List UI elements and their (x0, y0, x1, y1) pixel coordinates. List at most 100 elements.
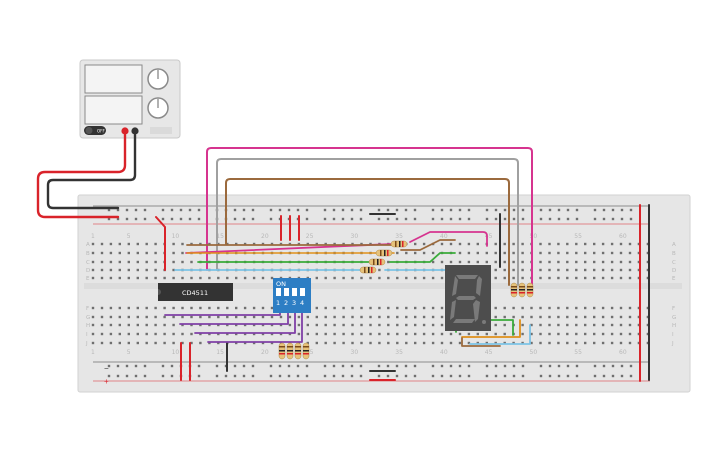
breadboard-hole[interactable] (619, 332, 623, 336)
breadboard-hole[interactable] (190, 315, 193, 319)
breadboard-hole[interactable] (252, 306, 256, 310)
breadboard-hole[interactable] (566, 251, 569, 255)
breadboard-hole[interactable] (252, 332, 256, 336)
breadboard-hole[interactable] (387, 260, 390, 264)
breadboard-hole[interactable] (593, 276, 596, 280)
breadboard-hole[interactable] (252, 276, 256, 280)
breadboard-hole[interactable] (485, 374, 489, 378)
breadboard-hole[interactable] (377, 208, 381, 212)
breadboard-hole[interactable] (386, 208, 390, 212)
breadboard-hole[interactable] (190, 306, 193, 310)
breadboard-hole[interactable] (261, 276, 265, 280)
breadboard-hole[interactable] (557, 251, 560, 255)
breadboard-hole[interactable] (494, 364, 498, 368)
breadboard-hole[interactable] (539, 374, 543, 378)
breadboard-hole[interactable] (91, 315, 95, 319)
breadboard-hole[interactable] (575, 217, 579, 221)
breadboard-hole[interactable] (646, 251, 650, 255)
breadboard-hole[interactable] (620, 374, 624, 378)
breadboard-hole[interactable] (134, 217, 138, 221)
breadboard-hole[interactable] (637, 242, 641, 246)
breadboard-hole[interactable] (539, 323, 542, 327)
breadboard-hole[interactable] (154, 276, 157, 280)
breadboard-hole[interactable] (584, 251, 587, 255)
breadboard-hole[interactable] (512, 260, 515, 264)
breadboard-hole[interactable] (333, 323, 336, 327)
breadboard-hole[interactable] (154, 323, 157, 327)
breadboard-hole[interactable] (485, 332, 488, 336)
breadboard-hole[interactable] (548, 276, 551, 280)
breadboard-hole[interactable] (646, 242, 650, 246)
breadboard-hole[interactable] (593, 242, 596, 246)
breadboard-hole[interactable] (404, 364, 408, 368)
breadboard-hole[interactable] (315, 306, 318, 310)
breadboard-hole[interactable] (342, 276, 345, 280)
breadboard-hole[interactable] (199, 332, 202, 336)
breadboard-hole[interactable] (476, 242, 479, 246)
resistor-array-right[interactable] (510, 282, 534, 298)
breadboard-hole[interactable] (449, 341, 453, 345)
breadboard-hole[interactable] (575, 332, 578, 336)
breadboard-hole[interactable] (170, 217, 174, 221)
breadboard-hole[interactable] (217, 323, 220, 327)
breadboard-hole[interactable] (91, 260, 95, 264)
breadboard-hole[interactable] (521, 315, 524, 319)
breadboard-hole[interactable] (235, 323, 238, 327)
breadboard-hole[interactable] (360, 276, 363, 280)
breadboard-hole[interactable] (512, 374, 516, 378)
breadboard-hole[interactable] (431, 323, 435, 327)
breadboard-hole[interactable] (199, 242, 202, 246)
breadboard-hole[interactable] (197, 217, 201, 221)
breadboard-hole[interactable] (305, 364, 309, 368)
breadboard-hole[interactable] (485, 208, 489, 212)
breadboard-hole[interactable] (145, 260, 148, 264)
breadboard-hole[interactable] (109, 242, 113, 246)
breadboard-hole[interactable] (243, 315, 247, 319)
breadboard-hole[interactable] (566, 364, 570, 368)
breadboard-hole[interactable] (575, 276, 578, 280)
breadboard-hole[interactable] (315, 276, 318, 280)
breadboard-hole[interactable] (566, 217, 570, 221)
power-positive-wire[interactable] (36, 133, 127, 219)
breadboard-hole[interactable] (243, 341, 247, 345)
breadboard-hole[interactable] (512, 217, 516, 221)
breadboard-hole[interactable] (242, 374, 246, 378)
breadboard-hole[interactable] (521, 268, 524, 272)
breadboard-hole[interactable] (118, 315, 121, 319)
breadboard-hole[interactable] (181, 306, 184, 310)
breadboard-hole[interactable] (610, 268, 614, 272)
breadboard-hole[interactable] (646, 268, 650, 272)
breadboard-hole[interactable] (619, 323, 623, 327)
breadboard-hole[interactable] (116, 364, 120, 368)
breadboard-hole[interactable] (530, 323, 533, 327)
breadboard-hole[interactable] (575, 260, 578, 264)
breadboard-hole[interactable] (405, 315, 408, 319)
breadboard-hole[interactable] (467, 242, 471, 246)
breadboard-hole[interactable] (109, 260, 113, 264)
breadboard-hole[interactable] (611, 364, 615, 368)
breadboard-hole[interactable] (629, 208, 633, 212)
breadboard-hole[interactable] (332, 217, 336, 221)
breadboard-hole[interactable] (593, 260, 596, 264)
breadboard-hole[interactable] (646, 315, 650, 319)
breadboard-hole[interactable] (566, 306, 569, 310)
breadboard-hole[interactable] (378, 323, 381, 327)
breadboard-hole[interactable] (494, 242, 497, 246)
breadboard-hole[interactable] (145, 251, 148, 255)
breadboard-hole[interactable] (100, 251, 104, 255)
breadboard-hole[interactable] (109, 306, 113, 310)
breadboard-hole[interactable] (548, 315, 551, 319)
breadboard-hole[interactable] (396, 323, 399, 327)
breadboard-hole[interactable] (136, 260, 139, 264)
breadboard-hole[interactable] (610, 306, 614, 310)
breadboard-hole[interactable] (154, 242, 157, 246)
breadboard-hole[interactable] (369, 242, 372, 246)
breadboard-hole[interactable] (333, 332, 336, 336)
breadboard-hole[interactable] (127, 251, 130, 255)
breadboard-hole[interactable] (199, 315, 202, 319)
breadboard-hole[interactable] (440, 323, 444, 327)
breadboard-hole[interactable] (413, 364, 417, 368)
breadboard-hole[interactable] (548, 374, 552, 378)
breadboard-hole[interactable] (386, 374, 390, 378)
breadboard-hole[interactable] (170, 374, 174, 378)
